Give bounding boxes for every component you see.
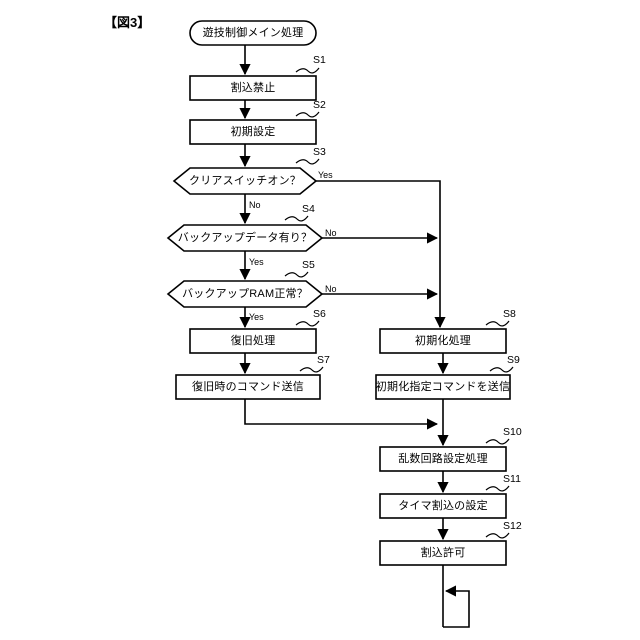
edge-label-S3-yes: Yes	[318, 170, 333, 180]
node-start[interactable]	[190, 21, 316, 45]
node-S7[interactable]	[176, 375, 320, 399]
figure-label: 【図3】	[104, 15, 151, 30]
step-label-S4: S4	[302, 203, 315, 215]
edge-label-S4-no: No	[325, 228, 337, 238]
node-S5-shape	[166, 280, 324, 308]
node-S3-shape	[172, 167, 318, 195]
node-S5[interactable]	[168, 281, 322, 307]
node-S6-shape	[189, 328, 317, 354]
step-label-S8: S8	[503, 308, 516, 320]
node-S10-shape	[379, 446, 507, 472]
step-label-S6: S6	[313, 308, 326, 320]
edge-S7-to-merge	[244, 399, 439, 430]
node-S3[interactable]	[174, 168, 316, 194]
node-S8[interactable]	[380, 329, 506, 353]
node-S1-shape	[189, 75, 317, 101]
node-S10[interactable]	[380, 447, 506, 471]
step-label-S11: S11	[503, 473, 521, 485]
edge-S3-yes	[316, 180, 446, 329]
node-S11-shape	[379, 493, 507, 519]
edge-loop-back	[443, 585, 470, 628]
step-label-S5: S5	[302, 259, 315, 271]
node-S11[interactable]	[380, 494, 506, 518]
step-label-S7: S7	[317, 354, 330, 366]
step-label-S3: S3	[313, 146, 326, 158]
edge-label-S4-yes: Yes	[249, 257, 264, 267]
node-S6[interactable]	[190, 329, 316, 353]
node-S1[interactable]	[190, 76, 316, 100]
step-label-S9: S9	[507, 354, 520, 366]
node-S9-shape	[375, 374, 511, 400]
node-S2-shape	[189, 119, 317, 145]
node-S12-shape	[379, 540, 507, 566]
node-S2[interactable]	[190, 120, 316, 144]
node-S4-shape	[166, 224, 324, 252]
node-S8-shape	[379, 328, 507, 354]
node-S7-shape	[175, 374, 321, 400]
node-S12[interactable]	[380, 541, 506, 565]
node-S4[interactable]	[168, 225, 322, 251]
step-label-S2: S2	[313, 99, 326, 111]
node-S9[interactable]	[376, 375, 510, 399]
edge-label-S3-no: No	[249, 200, 261, 210]
edge-label-S5-no: No	[325, 284, 337, 294]
node-start-shape	[189, 20, 317, 46]
step-label-S12: S12	[503, 520, 522, 532]
step-label-S1: S1	[313, 54, 326, 66]
step-label-S10: S10	[503, 426, 522, 438]
edge-label-S5-yes: Yes	[249, 312, 264, 322]
